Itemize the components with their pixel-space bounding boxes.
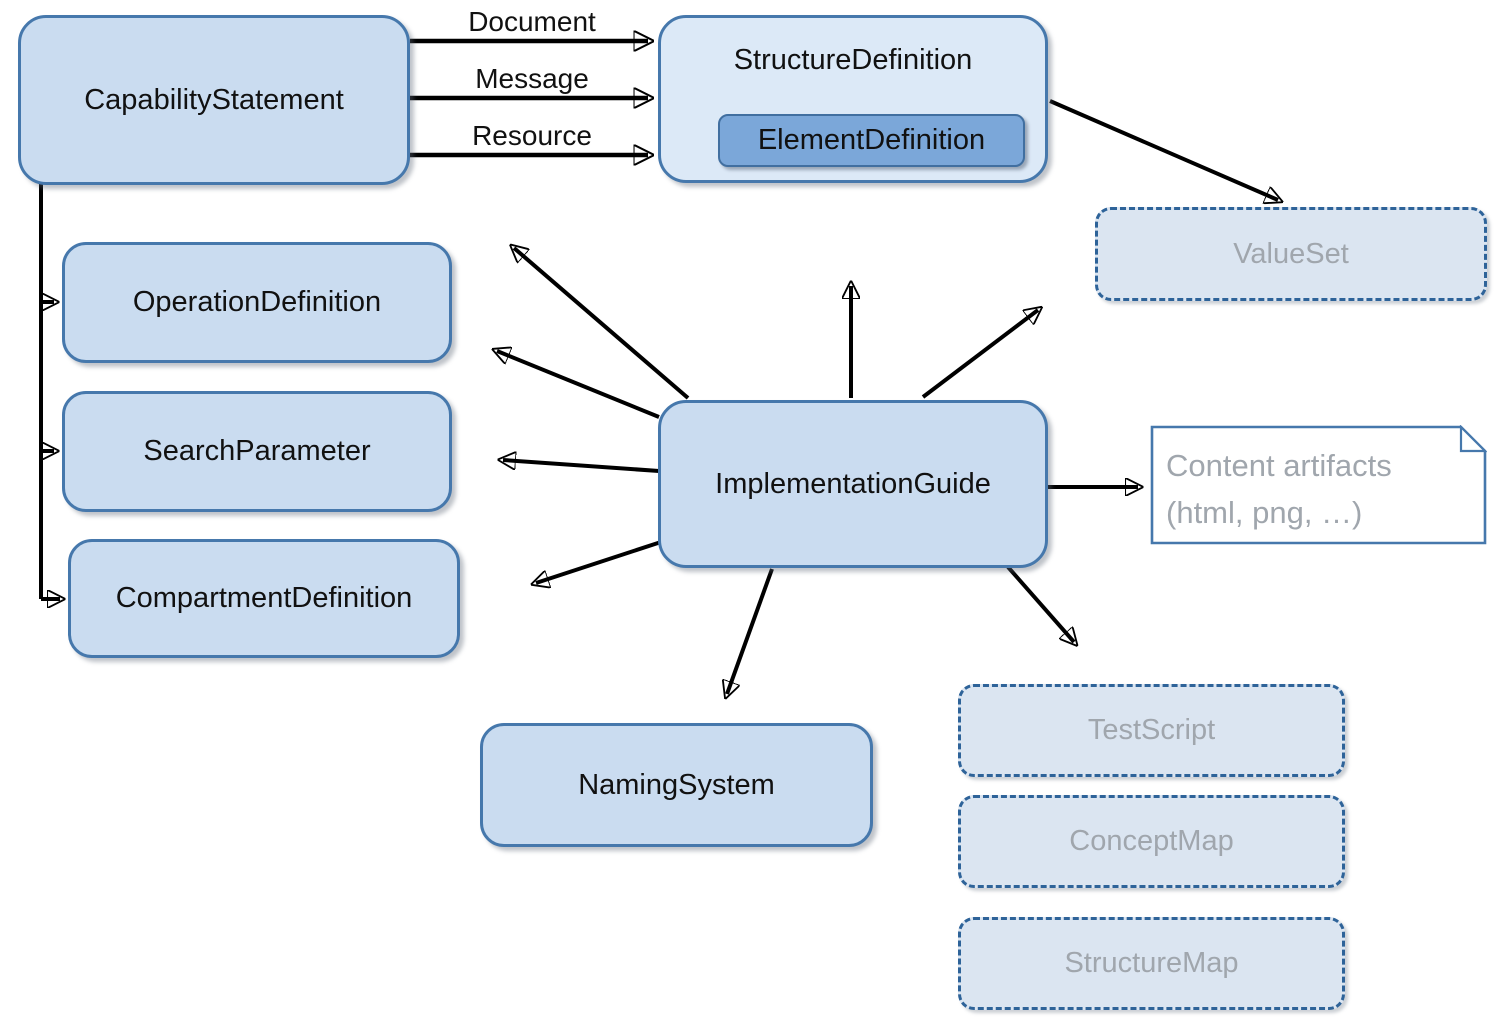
node-namingsystem-label: NamingSystem <box>578 768 775 801</box>
edge-label-message: Message <box>475 63 589 94</box>
node-compartmentdefinition: CompartmentDefinition <box>68 539 460 658</box>
node-capabilitystatement: CapabilityStatement <box>18 15 410 185</box>
document-shape-icon <box>1150 425 1487 545</box>
node-contentartifacts: Content artifacts (html, png, …) <box>1150 425 1487 545</box>
edge-label-document: Document <box>468 6 596 37</box>
arrow-ig-upleft-short <box>497 351 660 419</box>
node-implementationguide: ImplementationGuide <box>658 400 1048 568</box>
node-valueset: ValueSet <box>1095 207 1487 301</box>
node-contentartifacts-line2: (html, png, …) <box>1166 495 1363 530</box>
edge-label-resource: Resource <box>472 120 592 151</box>
node-testscript-label: TestScript <box>1087 714 1216 746</box>
node-operationdefinition: OperationDefinition <box>62 242 452 363</box>
arrow-ig-downleft <box>536 540 662 583</box>
arrow-structuredefinition-valueset <box>1049 99 1278 200</box>
node-compartmentdefinition-label: CompartmentDefinition <box>115 582 413 614</box>
node-namingsystem: NamingSystem <box>480 723 873 847</box>
arrow-ig-downright <box>1006 565 1074 642</box>
node-conceptmap-label: ConceptMap <box>1069 825 1234 857</box>
node-searchparameter-label: SearchParameter <box>143 435 371 467</box>
node-searchparameter: SearchParameter <box>62 391 452 512</box>
node-implementationguide-label: ImplementationGuide <box>715 467 991 500</box>
node-structuremap-label: StructureMap <box>1064 947 1239 979</box>
node-structuredefinition-label: StructureDefinition <box>733 44 973 76</box>
node-elementdefinition: ElementDefinition <box>718 114 1025 167</box>
arrow-ig-left <box>503 460 660 473</box>
node-structuremap: StructureMap <box>958 917 1345 1010</box>
node-capabilitystatement-label: CapabilityStatement <box>84 83 344 116</box>
arrow-ig-namingsystem <box>727 568 774 694</box>
arrow-ig-upright <box>921 310 1038 399</box>
node-conceptmap: ConceptMap <box>958 795 1345 888</box>
node-contentartifacts-label: Content artifacts (html, png, …) <box>1166 442 1392 536</box>
node-contentartifacts-line1: Content artifacts <box>1166 448 1392 483</box>
node-operationdefinition-label: OperationDefinition <box>132 286 382 318</box>
arrow-ig-upleft-long <box>514 248 690 400</box>
node-testscript: TestScript <box>958 684 1345 777</box>
node-elementdefinition-label: ElementDefinition <box>757 124 986 156</box>
node-valueset-label: ValueSet <box>1233 237 1349 270</box>
